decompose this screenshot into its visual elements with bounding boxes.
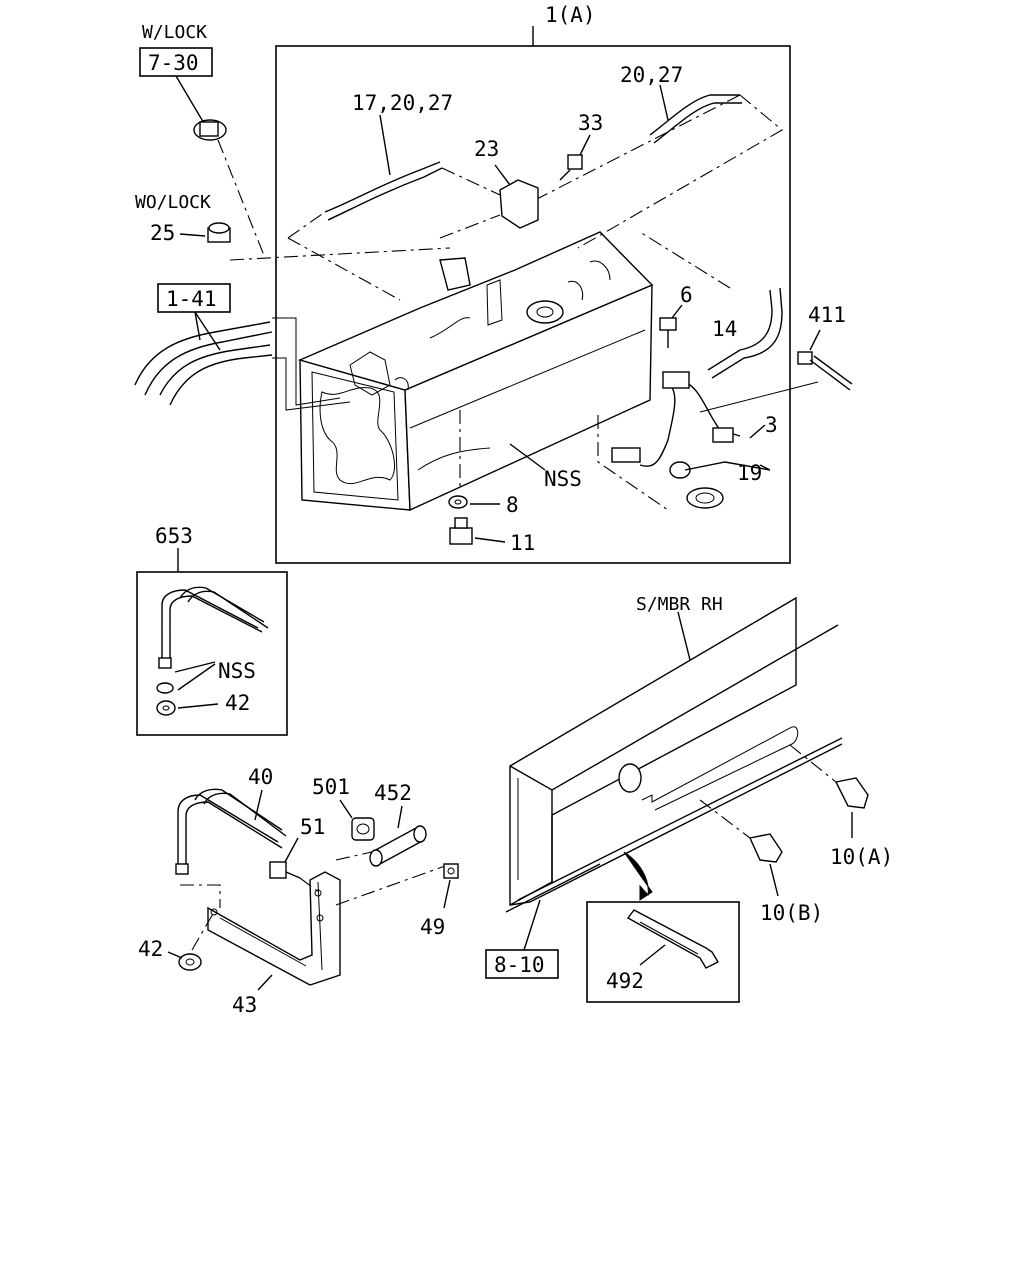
cable-tie-492	[626, 909, 719, 969]
ref-box-1-41	[157, 283, 231, 313]
callout-ref-8-10: 8-10	[494, 953, 545, 977]
fuel-sender-unit	[611, 371, 741, 509]
callout-1a: 1(A)	[545, 3, 596, 27]
bolt-6	[659, 317, 677, 348]
locking-fuel-cap	[193, 119, 227, 141]
callout-49: 49	[420, 915, 445, 939]
callout-411: 411	[808, 303, 846, 327]
callout-3: 3	[765, 413, 778, 437]
callout-ref-7-30: 7-30	[148, 51, 199, 75]
washer-8	[448, 495, 468, 509]
callout-10b: 10(B)	[760, 901, 823, 925]
vent-hose-14	[707, 287, 783, 379]
callout-17-20-27: 17,20,27	[352, 91, 453, 115]
callout-653: 653	[155, 524, 193, 548]
clip-10a	[834, 777, 869, 809]
washer-nss	[156, 682, 174, 694]
fuel-cap-25	[207, 222, 231, 243]
bolt-33	[559, 134, 591, 181]
callout-nss-strap: NSS	[218, 659, 256, 683]
callout-25: 25	[150, 221, 175, 245]
callout-6: 6	[680, 283, 693, 307]
callout-14: 14	[712, 317, 737, 341]
cable-tie-411	[797, 351, 853, 391]
callout-23: 23	[474, 137, 499, 161]
callout-43: 43	[232, 993, 257, 1017]
callout-ref-1-41: 1-41	[166, 287, 217, 311]
strap-653	[158, 586, 269, 669]
ref-box-8-10	[485, 949, 559, 979]
strap-40	[175, 788, 287, 875]
callout-nss-tank: NSS	[544, 467, 582, 491]
detail-pointer-arrow	[623, 851, 653, 901]
nut-42	[178, 953, 202, 971]
callout-20-27: 20,27	[620, 63, 683, 87]
callout-33: 33	[578, 111, 603, 135]
callout-501: 501	[312, 775, 350, 799]
nut-49	[443, 863, 459, 879]
bolt-51	[269, 861, 301, 879]
callout-10a: 10(A)	[830, 845, 893, 869]
callout-42: 42	[138, 937, 163, 961]
callout-40: 40	[248, 765, 273, 789]
nut-42-box	[156, 700, 176, 716]
bracket-43	[207, 871, 341, 986]
callout-wo-lock: WO/LOCK	[135, 192, 211, 213]
callout-19: 19	[737, 461, 762, 485]
bushing-501	[351, 817, 375, 841]
callout-492: 492	[606, 969, 644, 993]
callout-11: 11	[510, 531, 535, 555]
callout-8: 8	[506, 493, 519, 517]
strap-kit-box	[136, 571, 288, 736]
drain-plug-11	[449, 517, 473, 545]
filler-hoses	[134, 311, 351, 411]
callout-452: 452	[374, 781, 412, 805]
stud-452	[369, 825, 427, 867]
callout-51: 51	[300, 815, 325, 839]
cable-tie-detail-box	[586, 901, 740, 1003]
callout-42-box: 42	[225, 691, 250, 715]
clip-10b	[748, 833, 783, 863]
fuel-hoses	[287, 94, 783, 301]
side-member-rh	[505, 596, 843, 913]
bracket-23	[499, 179, 539, 229]
callout-w-lock: W/LOCK	[142, 22, 207, 43]
callout-s-mbr-rh: S/MBR RH	[636, 594, 723, 615]
fuel-tank	[297, 231, 654, 512]
